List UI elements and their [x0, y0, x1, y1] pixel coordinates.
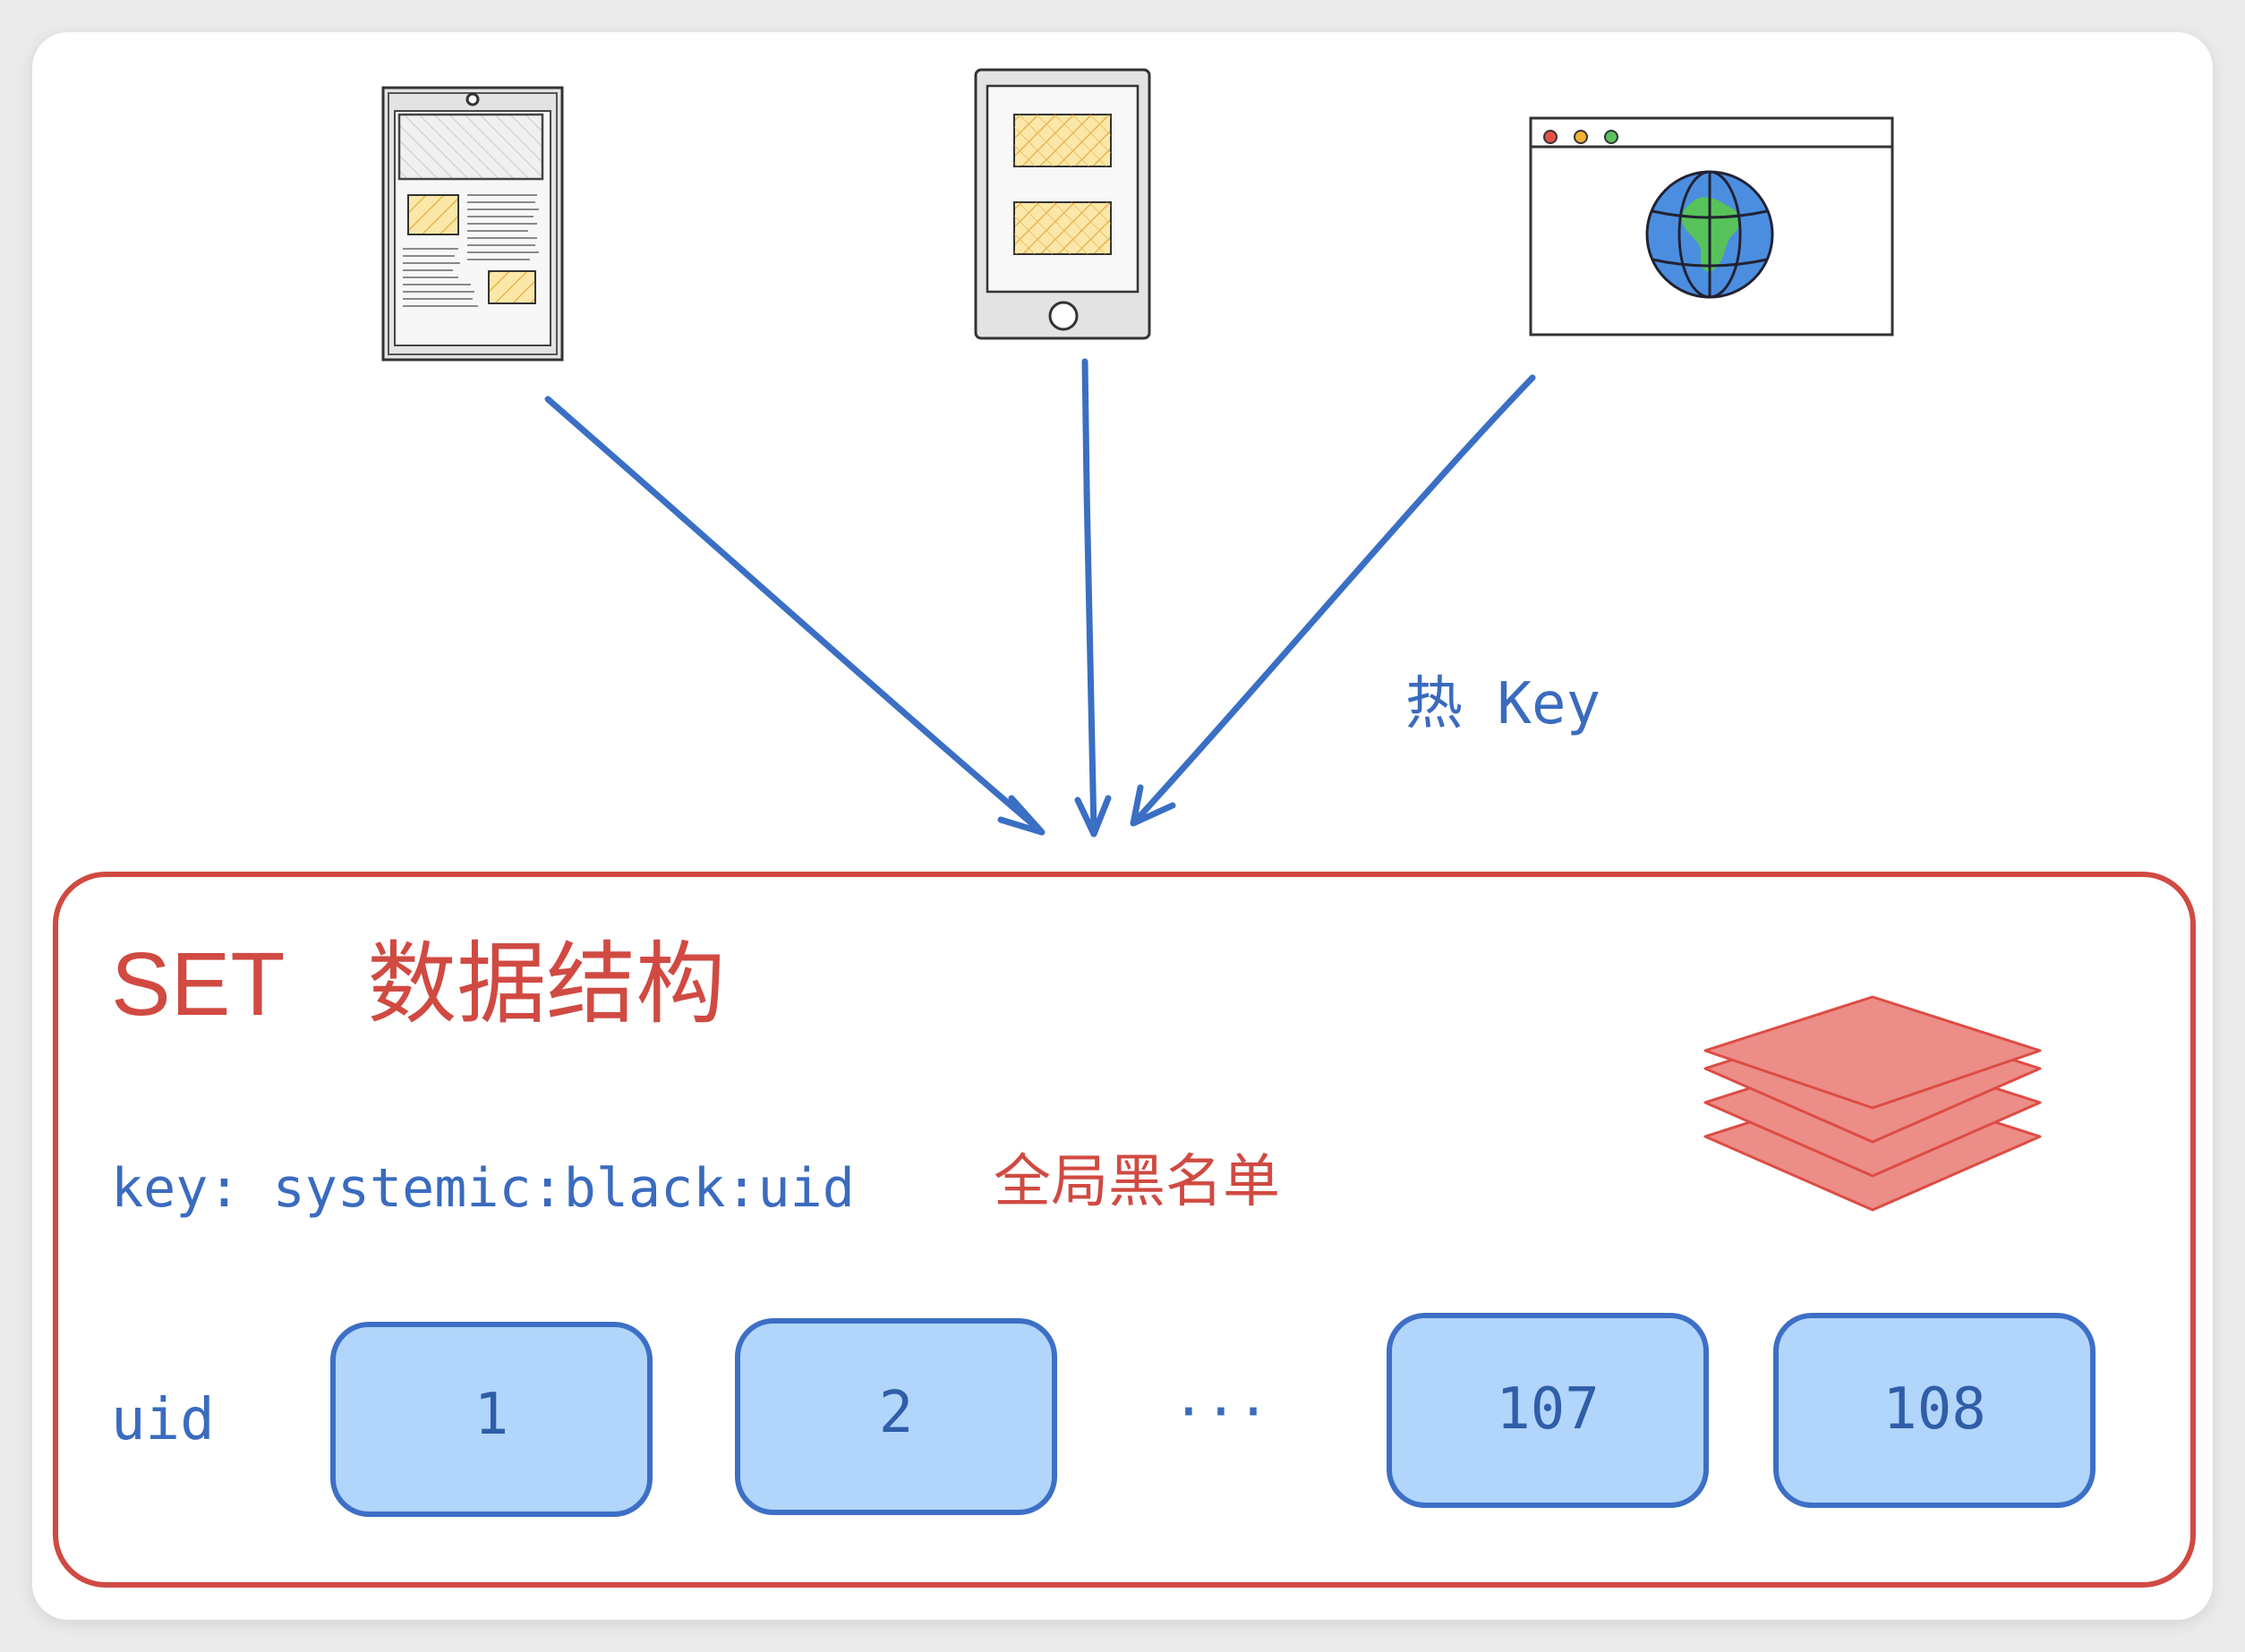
cell-value: 2 [879, 1380, 914, 1446]
set-member-cell: 1 [330, 1322, 653, 1517]
arrow-from-phone [1074, 358, 1112, 838]
set-title: SET 数据结构 [111, 932, 725, 1036]
cell-value: 107 [1496, 1376, 1600, 1443]
hot-key-label: 热 Key [1405, 671, 1601, 737]
arrow-from-tablet [544, 396, 1046, 836]
uid-row-label: uid [111, 1387, 215, 1453]
arrow-from-browser [1130, 374, 1536, 827]
set-member-cell: 107 [1387, 1313, 1709, 1508]
cell-value: 1 [474, 1382, 509, 1448]
layers-stack-icon [1703, 995, 2042, 1212]
set-key-description: 全局黑名单 [994, 1149, 1280, 1215]
set-title-en: SET [111, 934, 285, 1035]
tablet-icon [381, 86, 564, 362]
set-member-cell: 108 [1773, 1313, 2096, 1508]
set-key-name: key: systemic:black:uid [111, 1157, 855, 1220]
set-structure-box [53, 872, 2196, 1588]
set-title-cn: 数据结构 [367, 932, 725, 1036]
browser-window-icon [1529, 116, 1894, 336]
cell-value: 108 [1882, 1376, 1986, 1443]
set-member-cell: 2 [735, 1318, 1057, 1515]
ellipsis: ··· [1173, 1381, 1269, 1443]
phone-icon [974, 68, 1151, 340]
globe-icon [1645, 170, 1774, 299]
request-arrows [544, 358, 1536, 838]
